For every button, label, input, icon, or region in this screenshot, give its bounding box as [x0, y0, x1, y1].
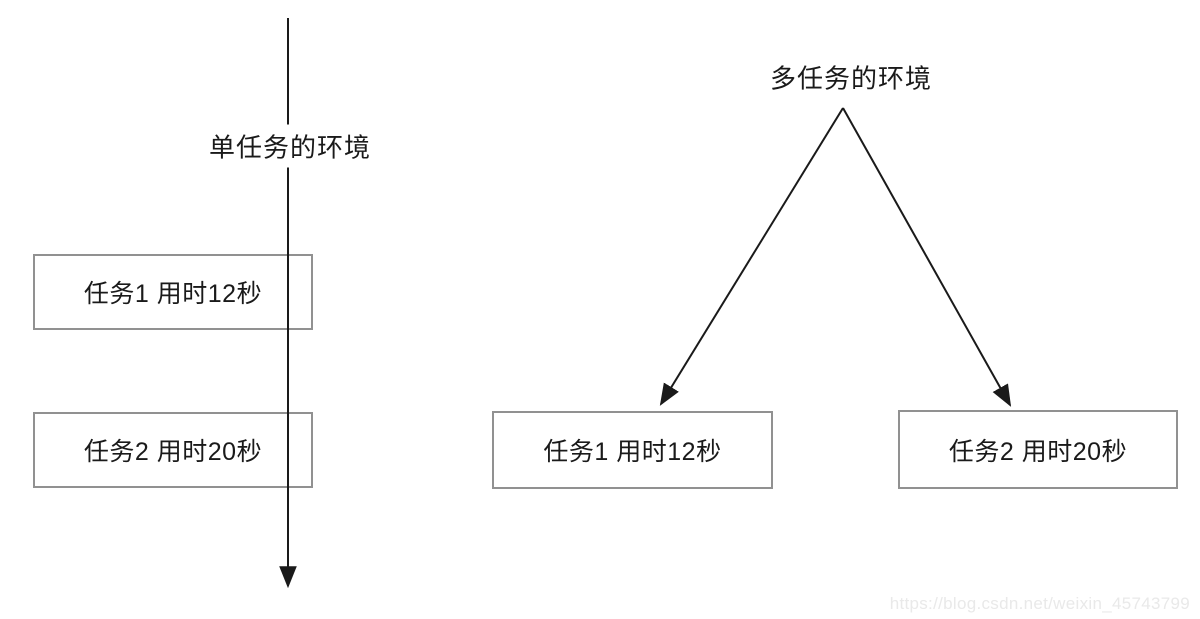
- multi-task-title: 多任务的环境: [769, 63, 933, 94]
- single-task-box-1: 任务1 用时12秒: [33, 254, 313, 330]
- single-task-title: 单任务的环境: [202, 124, 378, 168]
- branch-arrow-left: [659, 107, 844, 406]
- single-task-box-2: 任务2 用时20秒: [33, 412, 313, 488]
- watermark-url: https://blog.csdn.net/weixin_45743799: [889, 594, 1190, 613]
- branch-arrow-right: [842, 107, 1012, 407]
- multi-task-box-1: 任务1 用时12秒: [492, 411, 773, 489]
- multi-task-box-2: 任务2 用时20秒: [898, 410, 1178, 489]
